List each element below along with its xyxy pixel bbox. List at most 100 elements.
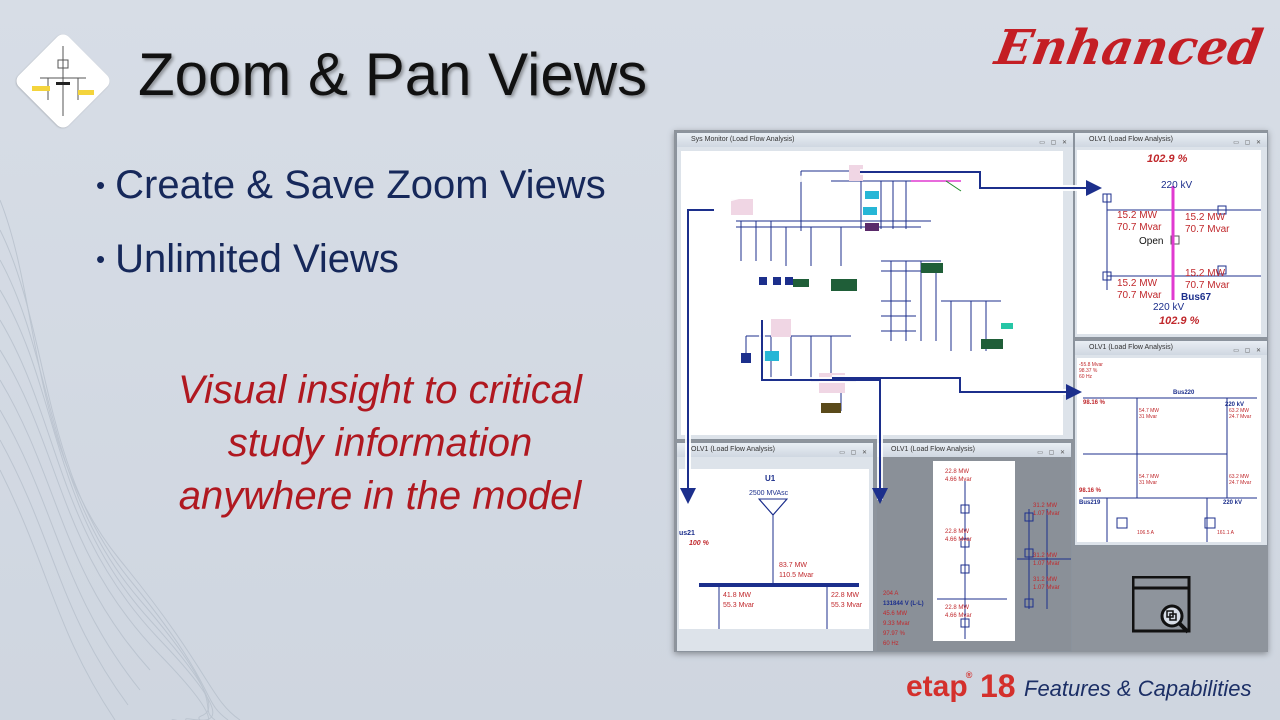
- diagram-canvas[interactable]: 102.9 % 220 kV 15.2 MW 70.7 Mvar 15.2 MW…: [1077, 150, 1261, 334]
- svg-text:63.2 MW: 63.2 MW: [1229, 408, 1249, 414]
- pf-label: 97.97 %: [883, 631, 906, 637]
- mvar-label: 1.07 Mvar: [1033, 511, 1060, 517]
- bullet-dot-icon: •: [96, 243, 106, 274]
- mvar-label: 70.7 Mvar: [1185, 224, 1230, 235]
- window-titlebar[interactable]: Sys Monitor (Load Flow Analysis) ▭ ▢ ✕: [677, 133, 1073, 147]
- mvar-label: 9.33 Mvar: [883, 621, 910, 627]
- svg-text:31 Mvar: 31 Mvar: [1139, 480, 1157, 486]
- svg-text:54.7 MW: 54.7 MW: [1139, 408, 1159, 414]
- bus-name-label: us21: [679, 530, 695, 537]
- zoom-diagram-2: -55.8 Mvar 98.37 % 60 Hz 54.7 MW 31 Mvar…: [1079, 362, 1257, 542]
- window-controls[interactable]: ▭ ▢ ✕: [1037, 450, 1067, 456]
- svg-text:60 Hz: 60 Hz: [1079, 374, 1093, 380]
- svg-text:106.5 A: 106.5 A: [1137, 530, 1155, 536]
- svg-text:161.1 A: 161.1 A: [1217, 530, 1235, 536]
- brand-name: etap: [906, 670, 968, 703]
- mw-label: 15.2 MW: [1117, 278, 1158, 289]
- svg-text:54.7 MW: 54.7 MW: [1139, 474, 1159, 480]
- bullet-item: • Unlimited Views: [96, 222, 606, 296]
- window-titlebar[interactable]: OLV1 (Load Flow Analysis) ▭ ▢ ✕: [677, 443, 873, 457]
- mvar-label: 4.66 Mvar: [945, 613, 972, 619]
- zoom-link-arrows: [680, 169, 1102, 504]
- bus-kv-label: 220 kV: [1153, 302, 1184, 313]
- bullet-text: Unlimited Views: [115, 236, 399, 281]
- svg-text:31 Mvar: 31 Mvar: [1139, 414, 1157, 420]
- mvar-label: 70.7 Mvar: [1117, 222, 1162, 233]
- mvar-label: 55.3 Mvar: [723, 602, 755, 609]
- mw-label: 22.8 MW: [831, 592, 859, 599]
- tagline: Visual insight to critical study informa…: [120, 364, 640, 523]
- mvar-label: 4.66 Mvar: [945, 537, 972, 543]
- window-controls[interactable]: ▭ ▢ ✕: [1233, 348, 1263, 354]
- bus-kv-label: 220 kV: [1225, 402, 1244, 408]
- window-titlebar[interactable]: OLV1 (Load Flow Analysis) ▭ ▢ ✕: [1075, 133, 1267, 147]
- window-titlebar[interactable]: OLV1 (Load Flow Analysis) ▭ ▢ ✕: [877, 443, 1071, 457]
- bus-name-label: Bus67: [1181, 292, 1211, 303]
- zoom-view-window-1[interactable]: OLV1 (Load Flow Analysis) ▭ ▢ ✕ 102.9 % 2…: [1074, 132, 1268, 338]
- diagram-canvas[interactable]: U1 2500 MVAsc us21 100 % 83.7 MW 110.5 M…: [679, 469, 869, 642]
- rating-label: 2500 MVAsc: [749, 490, 789, 497]
- mw-label: 22.8 MW: [945, 605, 969, 611]
- zoom-view-window-3[interactable]: OLV1 (Load Flow Analysis) ▭ ▢ ✕ U1 2500 M…: [676, 442, 874, 652]
- zoom-view-window-4[interactable]: OLV1 (Load Flow Analysis) ▭ ▢ ✕ 22.8 MW 4…: [876, 442, 1072, 652]
- diagram-canvas[interactable]: -55.8 Mvar 98.37 % 60 Hz 54.7 MW 31 Mvar…: [1077, 358, 1261, 542]
- voltage-percent-label: 100 %: [689, 540, 710, 547]
- mw-label: 31.2 MW: [1033, 553, 1057, 559]
- svg-text:98.37 %: 98.37 %: [1079, 368, 1098, 374]
- zoom-diagram-4: 22.8 MW 4.66 Mvar 22.8 MW 4.66 Mvar 22.8…: [883, 461, 1071, 647]
- bullet-list: • Create & Save Zoom Views • Unlimited Vie…: [96, 148, 606, 296]
- tagline-line: Visual insight to critical: [178, 368, 582, 412]
- footer-brand: etap®: [906, 670, 973, 703]
- svg-text:24.7 Mvar: 24.7 Mvar: [1229, 414, 1252, 420]
- diagram-canvas[interactable]: [681, 151, 1063, 435]
- window-controls[interactable]: ▭ ▢ ✕: [1039, 140, 1069, 146]
- zoom-view-window-2[interactable]: OLV1 (Load Flow Analysis) ▭ ▢ ✕ -55.8 Mva…: [1074, 340, 1268, 546]
- window-title: OLV1 (Load Flow Analysis): [1089, 136, 1173, 143]
- zoom-diagram-3: U1 2500 MVAsc us21 100 % 83.7 MW 110.5 M…: [679, 474, 863, 642]
- logo-diagram-icon: [32, 46, 94, 116]
- tagline-line: anywhere in the model: [178, 474, 582, 518]
- page-title: Zoom & Pan Views: [138, 41, 648, 108]
- window-title: OLV1 (Load Flow Analysis): [1089, 344, 1173, 351]
- switch-status-label: Open: [1139, 236, 1163, 247]
- mw-label: 22.8 MW: [945, 469, 969, 475]
- mw-label: 15.2 MW: [1185, 268, 1226, 279]
- voltage-label: 131844 V (L-L): [883, 601, 924, 607]
- bus-name-label: Bus220: [1173, 390, 1195, 396]
- bus-kv-label: 220 kV: [1161, 180, 1192, 191]
- mw-label: 45.6 MW: [883, 611, 907, 617]
- mw-label: 83.7 MW: [779, 562, 807, 569]
- mw-label: 31.2 MW: [1033, 503, 1057, 509]
- window-controls[interactable]: ▭ ▢ ✕: [1233, 140, 1263, 146]
- enhanced-badge: Enhanced: [991, 20, 1267, 76]
- bullet-dot-icon: •: [96, 169, 106, 200]
- voltage-percent-label: 102.9 %: [1147, 153, 1188, 165]
- tagline-line: study information: [227, 421, 533, 465]
- mvar-label: 70.7 Mvar: [1117, 290, 1162, 301]
- mw-label: 15.2 MW: [1185, 212, 1226, 223]
- main-diagram-window[interactable]: Sys Monitor (Load Flow Analysis) ▭ ▢ ✕: [676, 132, 1074, 440]
- mvar-label: 1.07 Mvar: [1033, 561, 1060, 567]
- voltage-percent-label: 98.16 %: [1083, 400, 1106, 406]
- voltage-percent-label: 102.9 %: [1159, 315, 1200, 327]
- window-titlebar[interactable]: OLV1 (Load Flow Analysis) ▭ ▢ ✕: [1075, 341, 1267, 355]
- bullet-item: • Create & Save Zoom Views: [96, 148, 606, 222]
- svg-text:24.7 Mvar: 24.7 Mvar: [1229, 480, 1252, 486]
- mvar-label: 1.07 Mvar: [1033, 585, 1060, 591]
- mw-label: 31.2 MW: [1033, 577, 1057, 583]
- svg-text:-55.8 Mvar: -55.8 Mvar: [1079, 362, 1103, 368]
- window-title: OLV1 (Load Flow Analysis): [691, 446, 775, 453]
- voltage-percent-label: 98.16 %: [1079, 488, 1102, 494]
- window-title: OLV1 (Load Flow Analysis): [891, 446, 975, 453]
- mvar-label: 110.5 Mvar: [779, 572, 814, 579]
- mw-label: 15.2 MW: [1117, 210, 1158, 221]
- generator-label: U1: [765, 474, 776, 483]
- footer-version: 18: [980, 668, 1016, 704]
- bullet-text: Create & Save Zoom Views: [115, 162, 606, 207]
- mvar-label: 70.7 Mvar: [1185, 280, 1230, 291]
- mvar-label: 55.3 Mvar: [831, 602, 863, 609]
- window-controls[interactable]: ▭ ▢ ✕: [839, 450, 869, 456]
- window-title: Sys Monitor (Load Flow Analysis): [691, 136, 795, 143]
- footer-caption: Features & Capabilities: [1024, 676, 1252, 701]
